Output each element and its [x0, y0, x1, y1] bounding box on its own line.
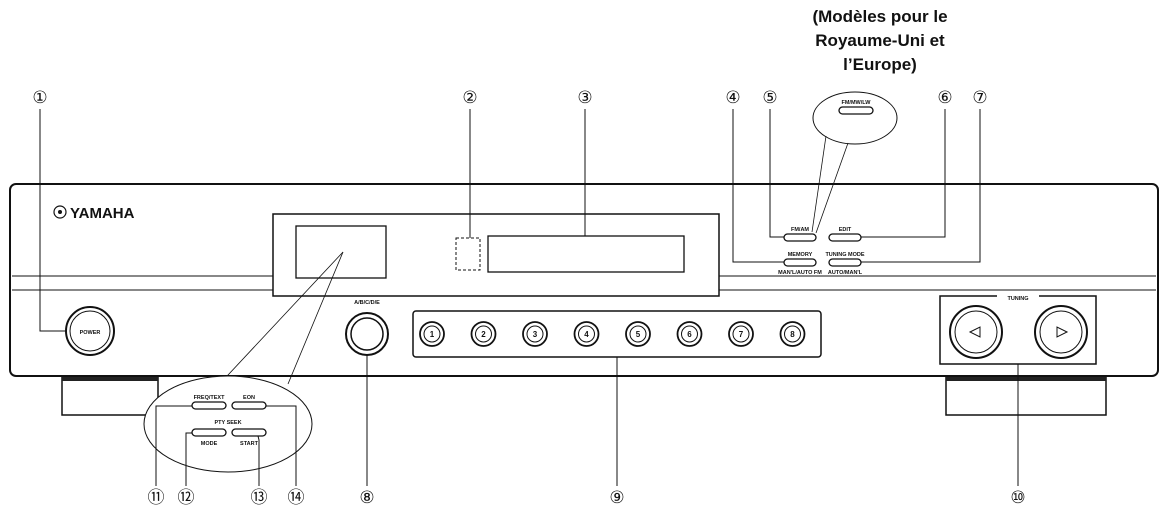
- note-line-2: Royaume-Uni et: [815, 31, 945, 50]
- preset-label: 7: [739, 330, 744, 339]
- preset-label: 6: [687, 330, 692, 339]
- freq-text-button[interactable]: FREQ/TEXT: [191, 395, 227, 410]
- callout-1: ①: [32, 88, 47, 107]
- display-left-area: [295, 225, 387, 279]
- zoom-line-left: [213, 251, 344, 391]
- brand-name: YAMAHA: [70, 205, 135, 222]
- preset-button-1[interactable]: 1: [419, 321, 445, 347]
- zoom-line-right: [287, 251, 344, 385]
- preset-buttons: 1 2 3 4 5 6 7 8: [419, 321, 806, 347]
- left-foot-top: [62, 375, 158, 381]
- zoom-line-fm-2: [815, 142, 849, 234]
- preset-button-6[interactable]: 6: [676, 321, 703, 347]
- callout-8: ⑧: [359, 488, 374, 507]
- left-foot: [61, 374, 159, 416]
- fm-am-button[interactable]: FM/AM: [783, 227, 817, 242]
- edit-label: EDIT: [839, 227, 852, 233]
- start-button[interactable]: START: [231, 428, 267, 447]
- auto-manl-label: AUTO/MAN'L: [828, 270, 863, 276]
- callout-13: ⑬: [251, 488, 268, 507]
- tuning-mode-label: TUNING MODE: [825, 252, 864, 258]
- memory-label: MEMORY: [788, 252, 813, 258]
- callout-5: ⑤: [762, 88, 777, 107]
- left-triangle-icon: [968, 326, 981, 338]
- preset-button-3[interactable]: 3: [522, 321, 548, 347]
- tuning-label: TUNING: [1007, 296, 1028, 302]
- man-auto-fm-label: MAN'L/AUTO FM: [778, 270, 822, 276]
- callout-2: ②: [462, 88, 477, 107]
- abcde-button[interactable]: [345, 312, 389, 356]
- pty-seek-label: PTY SEEK: [214, 420, 241, 426]
- preset-label: 2: [481, 330, 486, 339]
- note-line-3: l’Europe): [843, 55, 917, 74]
- callout-12: ⑫: [178, 488, 195, 507]
- fm-am-label: FM/AM: [791, 227, 809, 233]
- preset-label: 4: [584, 330, 589, 339]
- callout-3: ③: [577, 88, 592, 107]
- callout-4: ④: [725, 88, 740, 107]
- preset-button-5[interactable]: 5: [625, 321, 651, 347]
- preset-button-2[interactable]: 2: [470, 321, 497, 347]
- fmmwlw-zoom-bubble: [812, 91, 898, 145]
- callout-labels: ① ② ③ ④ ⑤ ⑥ ⑦ ⑧ ⑨ ⑩ ⑪ ⑫ ⑬ ⑭: [32, 88, 1025, 507]
- fm-mw-lw-label: FM/MW/LW: [841, 100, 871, 106]
- power-label: POWER: [80, 330, 101, 336]
- eon-button[interactable]: EON: [231, 395, 267, 410]
- fl-display: [487, 235, 685, 273]
- start-label: START: [240, 441, 259, 447]
- leader-lines: [39, 109, 1019, 486]
- preset-label: 3: [533, 330, 538, 339]
- yamaha-logo: YAMAHA: [53, 205, 135, 222]
- abcde-label: A/B/C/D/E: [354, 300, 380, 306]
- preset-button-4[interactable]: 4: [573, 321, 600, 347]
- zoom-line-fm-1: [811, 135, 827, 233]
- callout-9: ⑨: [609, 488, 624, 507]
- callout-11: ⑪: [148, 488, 165, 507]
- preset-label: 1: [430, 330, 435, 339]
- right-foot: [945, 374, 1107, 416]
- callout-10: ⑩: [1010, 488, 1025, 507]
- tuning-down-button[interactable]: [949, 305, 1003, 359]
- right-triangle-icon: [1056, 326, 1069, 338]
- tuning-up-button[interactable]: [1034, 305, 1088, 359]
- preset-button-8[interactable]: 8: [779, 321, 806, 347]
- freq-text-label: FREQ/TEXT: [194, 395, 226, 401]
- callout-6: ⑥: [937, 88, 952, 107]
- note-line-1: (Modèles pour le: [812, 7, 947, 26]
- right-foot-top: [946, 375, 1106, 381]
- preset-label: 8: [790, 330, 795, 339]
- power-button[interactable]: POWER: [65, 306, 115, 356]
- yamaha-emblem-icon: [53, 205, 67, 219]
- callout-14: ⑭: [288, 488, 305, 507]
- signal-indicator: [455, 237, 481, 271]
- eon-label: EON: [243, 395, 255, 401]
- tuning-mode-button[interactable]: TUNING MODE AUTO/MAN'L: [825, 252, 864, 276]
- preset-label: 5: [636, 330, 641, 339]
- fm-mw-lw-button[interactable]: FM/MW/LW: [838, 100, 874, 115]
- callout-7: ⑦: [972, 88, 987, 107]
- mode-label: MODE: [201, 441, 218, 447]
- preset-button-7[interactable]: 7: [728, 321, 754, 347]
